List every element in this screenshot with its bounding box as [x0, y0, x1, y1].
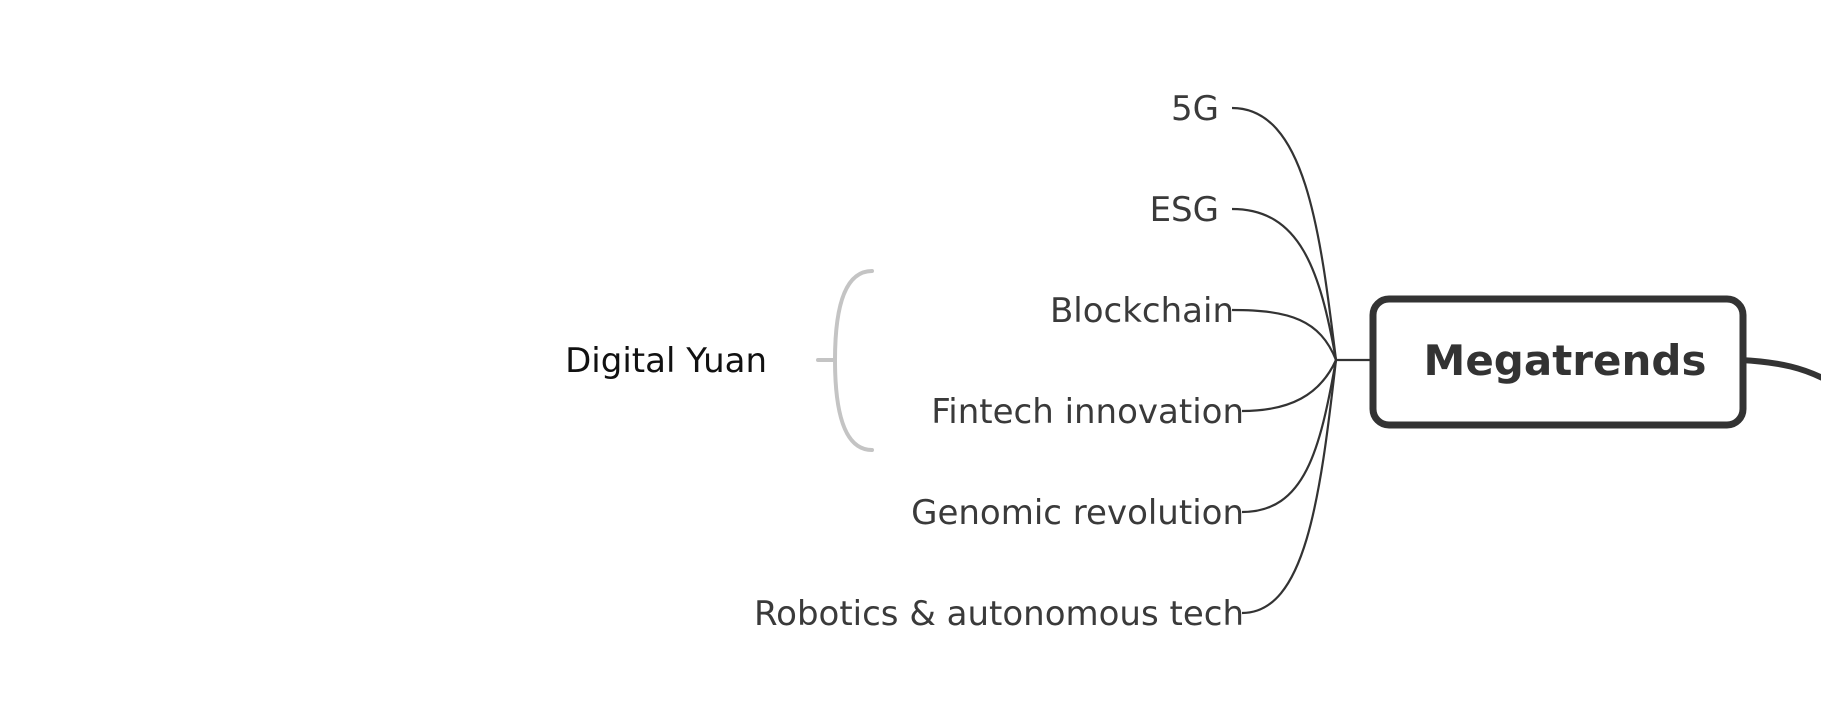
- branch-genomic-revolution[interactable]: Genomic revolution: [911, 493, 1244, 533]
- connector-genomic: [1241, 359, 1338, 514]
- connector-esg: [1231, 207, 1338, 361]
- branch-connectors: [1231, 106, 1373, 615]
- branch-fintech-innovation[interactable]: Fintech innovation: [931, 392, 1244, 432]
- connector-blockchain: [1231, 308, 1338, 361]
- branch-5g[interactable]: 5G: [1171, 89, 1219, 129]
- branch-esg[interactable]: ESG: [1150, 190, 1219, 230]
- branch-labels: 5G ESG Blockchain Fintech innovation Gen…: [754, 89, 1244, 634]
- bracket-label-digital-yuan: Digital Yuan: [565, 341, 767, 381]
- outgoing-connector: [1737, 357, 1821, 381]
- branch-blockchain[interactable]: Blockchain: [1050, 291, 1234, 331]
- central-topic-label: Megatrends: [1424, 336, 1707, 385]
- bracket-shape: [816, 269, 874, 452]
- connector-fintech: [1241, 359, 1338, 413]
- central-topic[interactable]: Megatrends: [1369, 295, 1747, 429]
- bracket-group[interactable]: Digital Yuan: [565, 269, 874, 452]
- connector-5g: [1231, 106, 1338, 361]
- branch-robotics-autonomous-tech[interactable]: Robotics & autonomous tech: [754, 594, 1244, 634]
- central-topic-box: [1369, 295, 1747, 429]
- connector-robotics: [1241, 359, 1338, 615]
